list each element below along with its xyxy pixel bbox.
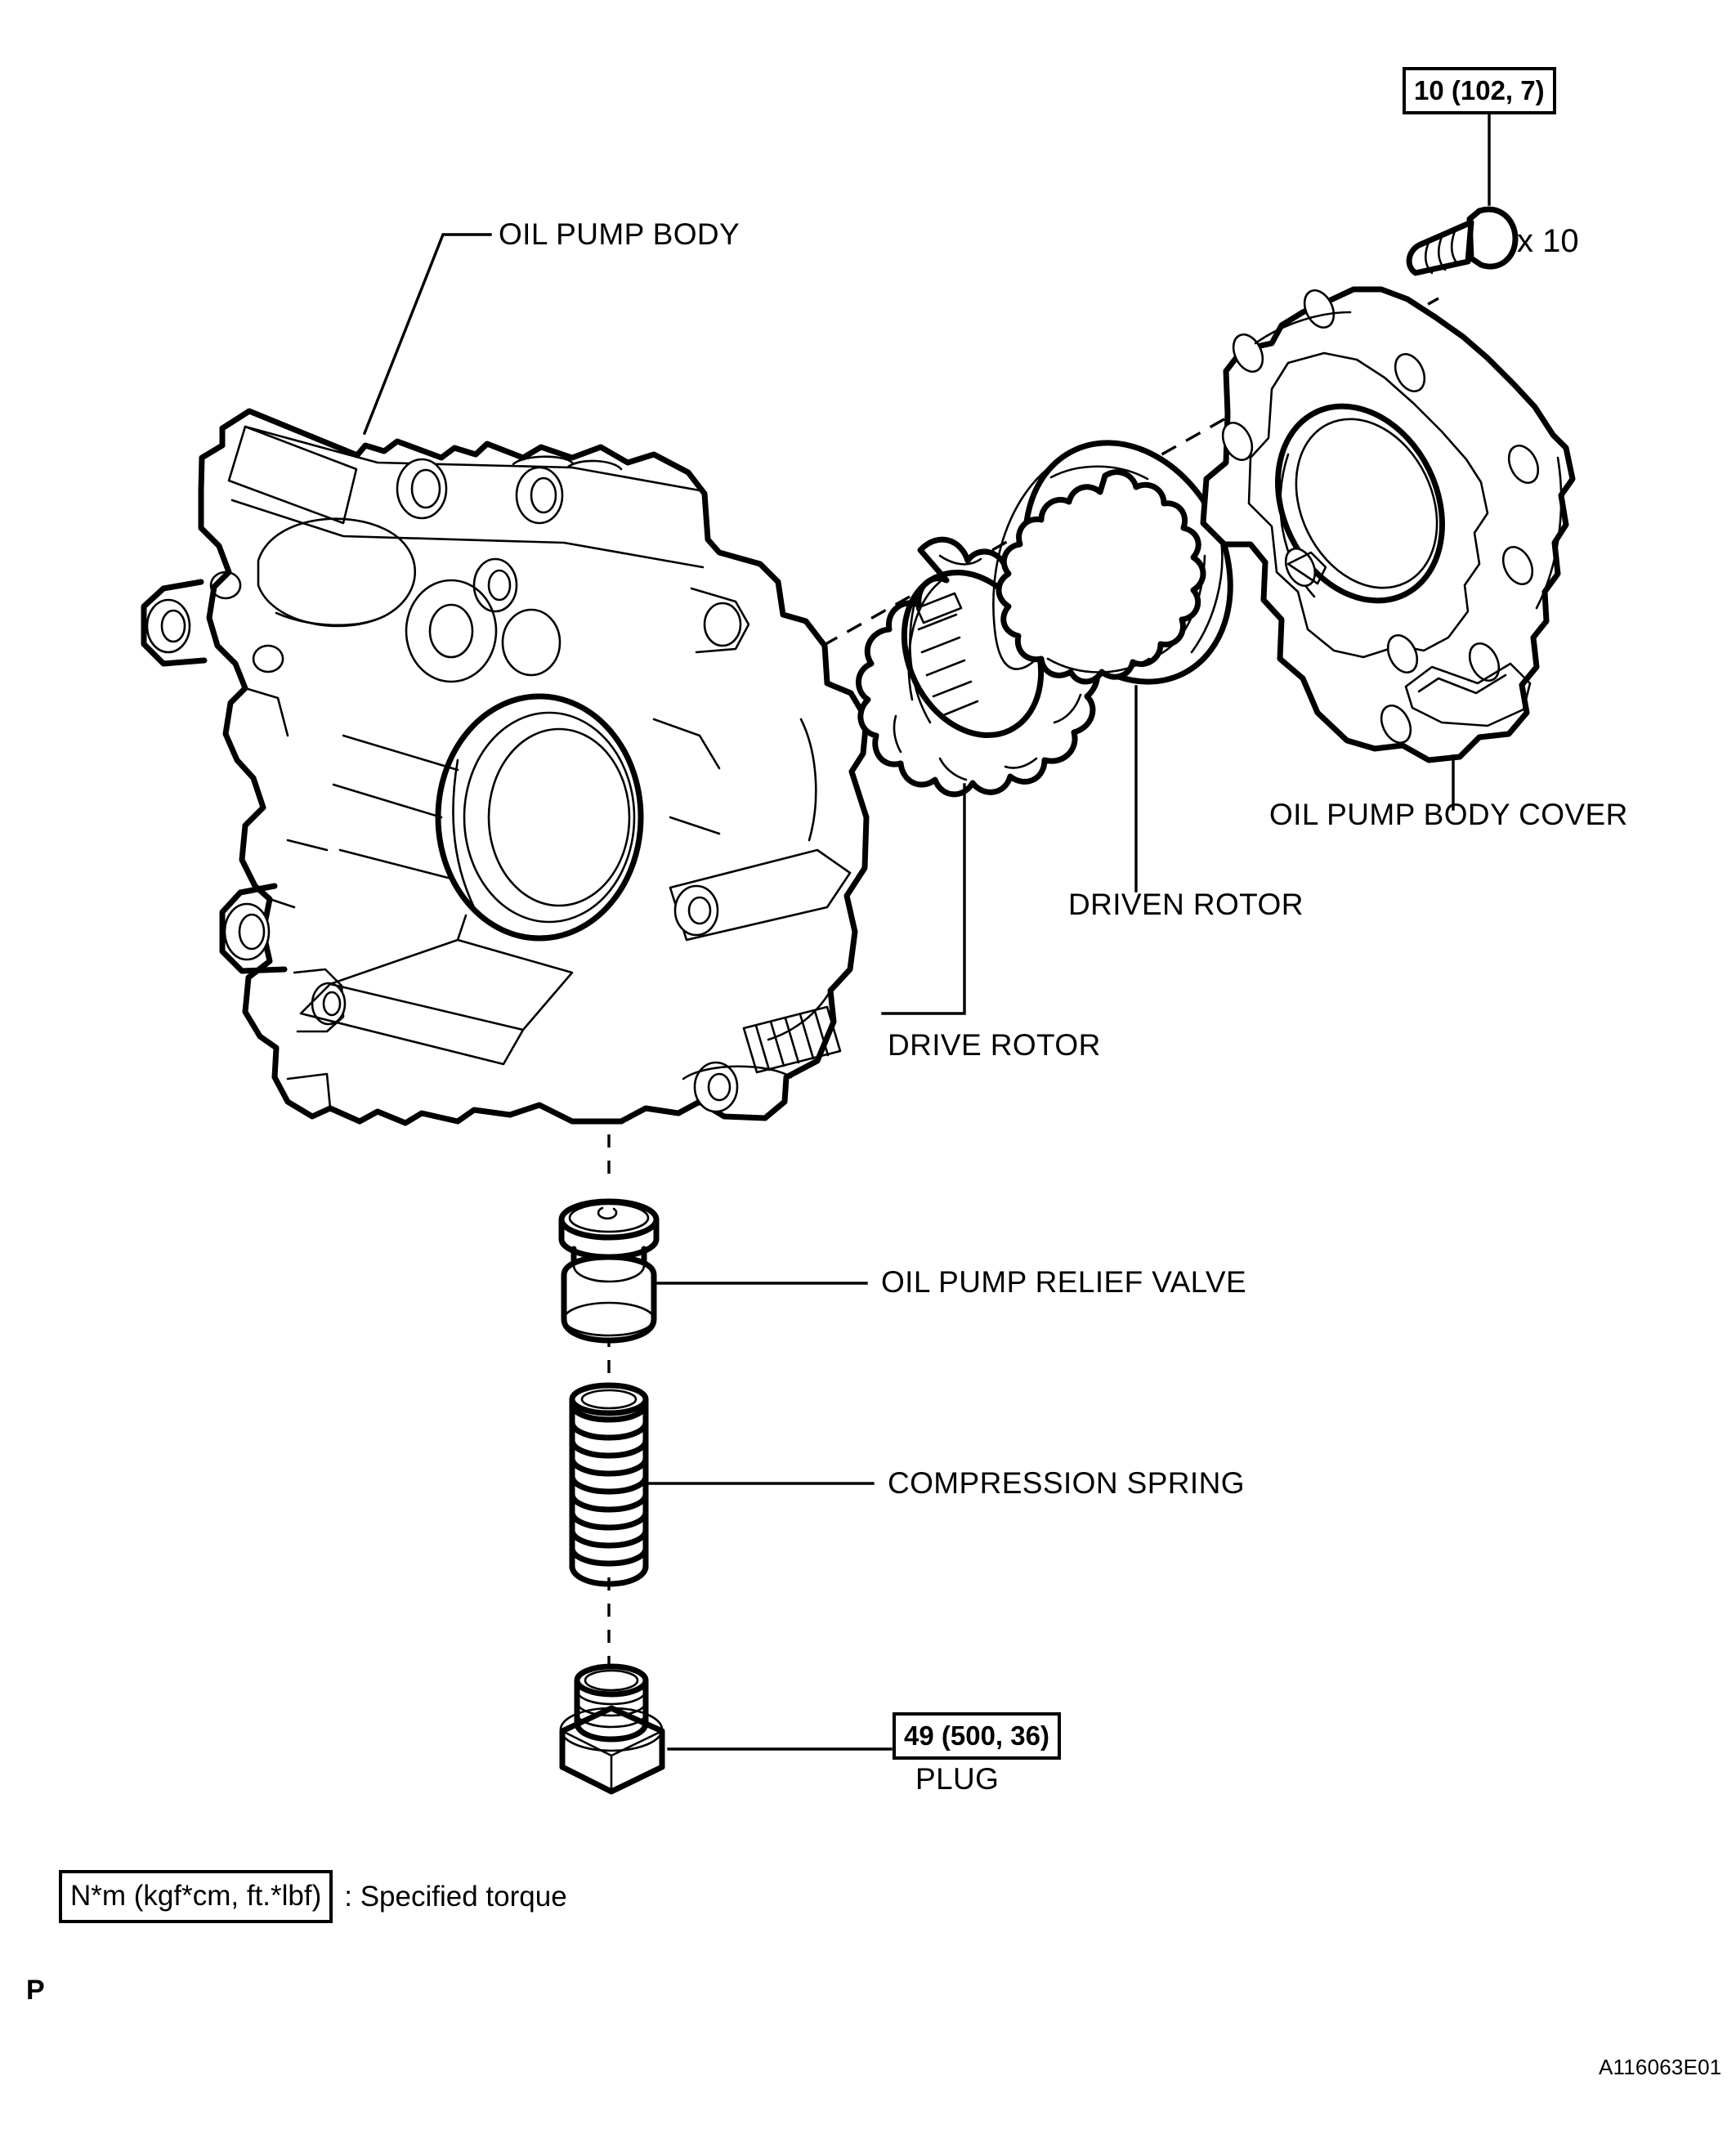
callout-oil-pump-body-cover: OIL PUMP BODY COVER	[1269, 798, 1628, 831]
callout-oil-pump-body: OIL PUMP BODY	[499, 217, 740, 251]
relief-valve-part	[558, 1198, 660, 1344]
torque-spec-plug: 49 (500, 36)	[893, 1712, 1061, 1760]
callout-driven-rotor: DRIVEN ROTOR	[1068, 888, 1304, 921]
callout-compression-spring: COMPRESSION SPRING	[888, 1466, 1245, 1500]
plug-part	[559, 1663, 665, 1795]
oil-pump-body-part	[141, 408, 870, 1126]
cover-bolt-part	[1406, 101, 1519, 276]
oil-pump-body-cover-part	[1200, 286, 1576, 763]
bolt-quantity-label: x 10	[1517, 223, 1579, 259]
driven-rotor-part	[992, 440, 1233, 685]
page-corner-mark: P	[26, 1975, 45, 2006]
figure-id-code: A116063E01	[1599, 2055, 1722, 2079]
torque-spec-cover-bolt: 10 (102, 7)	[1403, 67, 1556, 114]
callout-plug: PLUG	[915, 1762, 1000, 1796]
torque-legend: N*m (kgf*cm, ft.*lbf) : Specified torque	[59, 1870, 567, 1923]
torque-legend-description: : Specified torque	[344, 1880, 567, 1913]
torque-legend-key: N*m (kgf*cm, ft.*lbf)	[59, 1870, 333, 1923]
compression-spring-part	[569, 1382, 649, 1587]
leader-lines	[362, 233, 1455, 1751]
callout-drive-rotor: DRIVE ROTOR	[888, 1028, 1101, 1062]
callout-oil-pump-relief-valve: OIL PUMP RELIEF VALVE	[881, 1265, 1247, 1299]
